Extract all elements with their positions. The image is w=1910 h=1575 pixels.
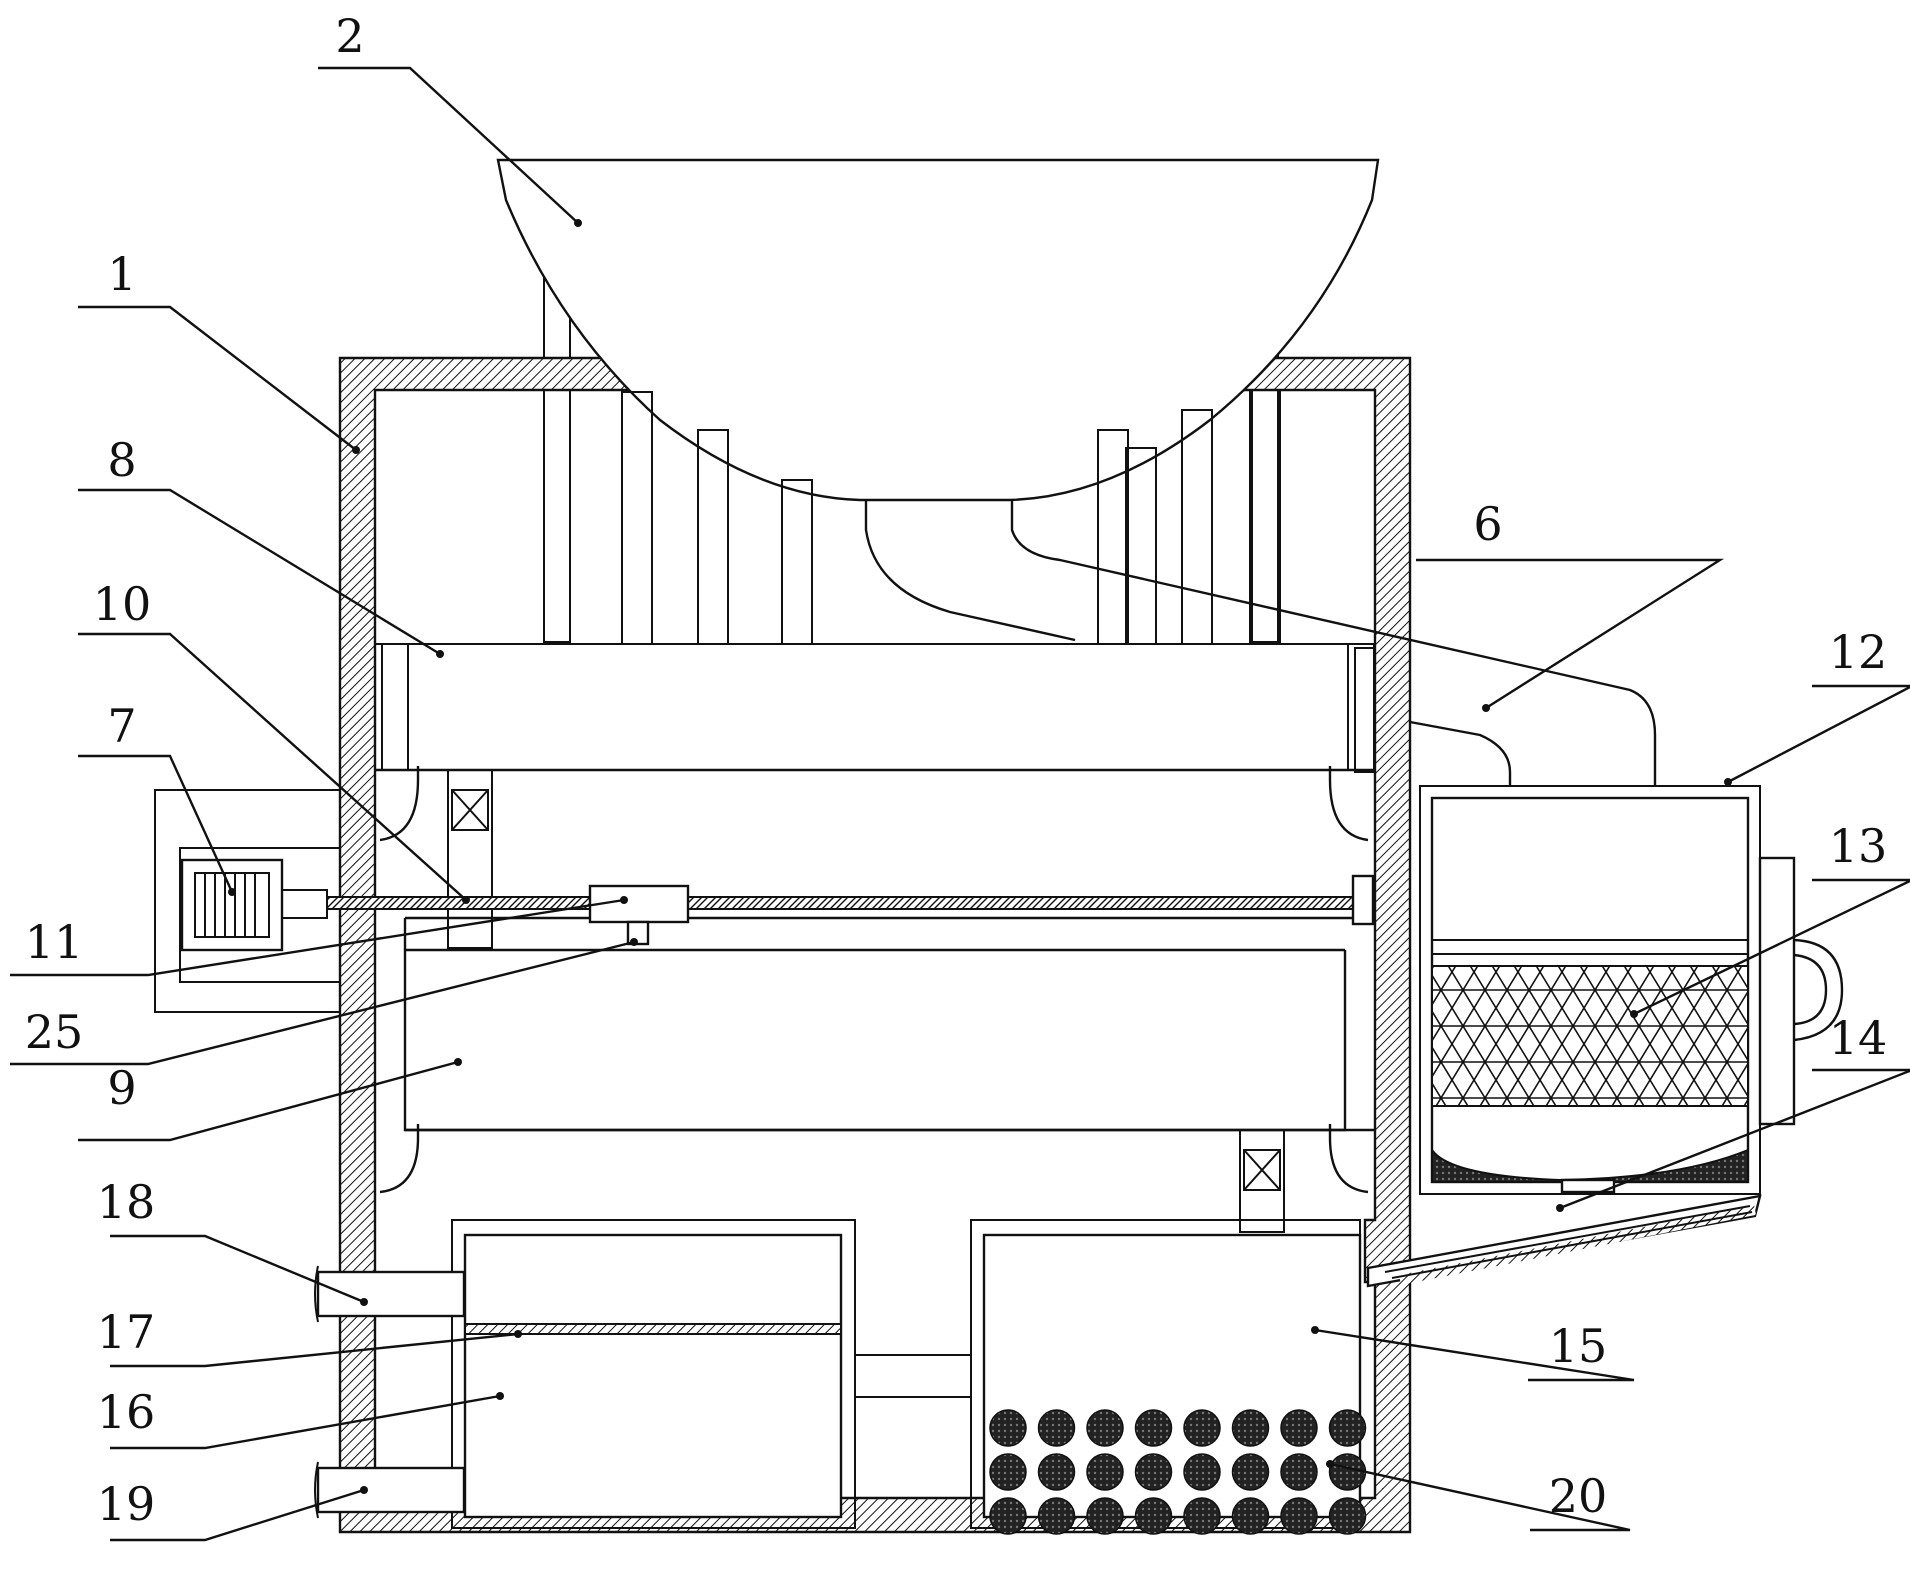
leader-line-17 [110, 1332, 519, 1368]
chute [1366, 1194, 1762, 1288]
leader-line-18 [110, 1234, 365, 1304]
part-label-18: 18 [97, 1175, 156, 1229]
filter-ball [1134, 1453, 1173, 1491]
lower-chamber [403, 918, 1375, 1132]
filter-balls [989, 1409, 1367, 1535]
leader-dot-16 [496, 1392, 504, 1400]
leader-line-13 [1633, 878, 1910, 1016]
part-label-9: 9 [107, 1061, 136, 1115]
filter-ball [989, 1409, 1027, 1447]
left-tank [451, 1219, 856, 1529]
leader-line-12 [1727, 684, 1910, 784]
filter-ball [1328, 1497, 1367, 1535]
filter-ball [1183, 1453, 1221, 1491]
part-label-13: 13 [1829, 819, 1888, 873]
lead-screw [326, 874, 1375, 946]
filter-ball [989, 1453, 1027, 1491]
leader-dot-20 [1326, 1460, 1334, 1468]
leader-dot-14 [1556, 1204, 1564, 1212]
outlet-pipe-bottom [314, 1461, 466, 1519]
inlet-pipe [314, 1265, 466, 1323]
leader-dot-2 [574, 219, 582, 227]
filter-ball [1231, 1453, 1270, 1491]
part-label-10: 10 [93, 577, 152, 631]
part-label-1: 1 [107, 247, 136, 301]
leader-dot-6 [1482, 704, 1490, 712]
leader-line-9 [78, 1060, 459, 1142]
filter-ball [1037, 1497, 1076, 1535]
leader-dot-1 [352, 446, 360, 454]
leader-dot-9 [454, 1058, 462, 1066]
filter-ball [1086, 1497, 1124, 1535]
leader-dot-18 [360, 1298, 368, 1306]
leader-dot-10 [462, 896, 470, 904]
filter-ball [1280, 1497, 1318, 1535]
part-label-17: 17 [97, 1305, 156, 1359]
filter-ball [1183, 1497, 1221, 1535]
leader-dot-7 [228, 888, 236, 896]
leader-dot-25 [630, 938, 638, 946]
middle-chamber [375, 768, 1375, 949]
filter-ball [1037, 1409, 1076, 1447]
leader-line-11 [10, 898, 625, 977]
part-label-12: 12 [1829, 625, 1888, 679]
leader-dot-11 [620, 896, 628, 904]
leader-line-7 [78, 754, 234, 893]
filter-ball [1134, 1409, 1173, 1447]
filter-ball [1086, 1453, 1124, 1491]
leader-dot-15 [1311, 1326, 1319, 1334]
seal-hooks [379, 766, 1369, 1194]
filter-handle [1758, 856, 1844, 1126]
part-label-25: 25 [25, 1005, 84, 1059]
leader-line-2 [318, 66, 579, 224]
leader-line-10 [78, 632, 467, 901]
part-label-6: 6 [1473, 497, 1502, 551]
part-label-14: 14 [1829, 1011, 1888, 1065]
filter-ball [1231, 1409, 1270, 1447]
filter-ball [989, 1497, 1027, 1535]
part-label-8: 8 [107, 433, 136, 487]
filter-box [1419, 785, 1761, 1195]
part-label-20: 20 [1549, 1469, 1608, 1523]
feed-hopper [496, 158, 1380, 502]
leader-line-20 [1329, 1462, 1631, 1532]
upper-chamber [374, 643, 1376, 771]
part-label-15: 15 [1549, 1319, 1608, 1373]
drain-valve [1239, 1129, 1285, 1233]
motor [180, 858, 328, 952]
filter-ball [1280, 1453, 1318, 1491]
leader-dot-13 [1630, 1010, 1638, 1018]
connecting-pipe [854, 1354, 972, 1398]
leader-line-16 [110, 1394, 501, 1450]
leader-line-14 [1559, 1068, 1910, 1210]
part-label-7: 7 [107, 699, 136, 753]
filter-ball [1328, 1409, 1367, 1447]
leader-dot-12 [1724, 778, 1732, 786]
leader-line-8 [78, 488, 441, 656]
leader-dot-17 [514, 1330, 522, 1338]
filter-ball [1231, 1497, 1270, 1535]
filter-ball [1280, 1409, 1318, 1447]
leader-dot-8 [436, 650, 444, 658]
part-label-11: 11 [25, 915, 84, 969]
leader-line-25 [10, 940, 635, 1066]
filter-ball [1037, 1453, 1076, 1491]
leader-line-1 [78, 305, 357, 451]
filter-ball [1328, 1453, 1367, 1491]
filter-ball [1183, 1409, 1221, 1447]
filter-ball [1086, 1409, 1124, 1447]
leader-line-19 [110, 1488, 365, 1542]
leader-dot-19 [360, 1486, 368, 1494]
part-label-2: 2 [335, 9, 364, 63]
leader-line-6 [1416, 558, 1725, 710]
part-label-19: 19 [97, 1477, 156, 1531]
leader-line-15 [1314, 1328, 1635, 1382]
filter-ball [1134, 1497, 1173, 1535]
part-label-16: 16 [97, 1385, 156, 1439]
